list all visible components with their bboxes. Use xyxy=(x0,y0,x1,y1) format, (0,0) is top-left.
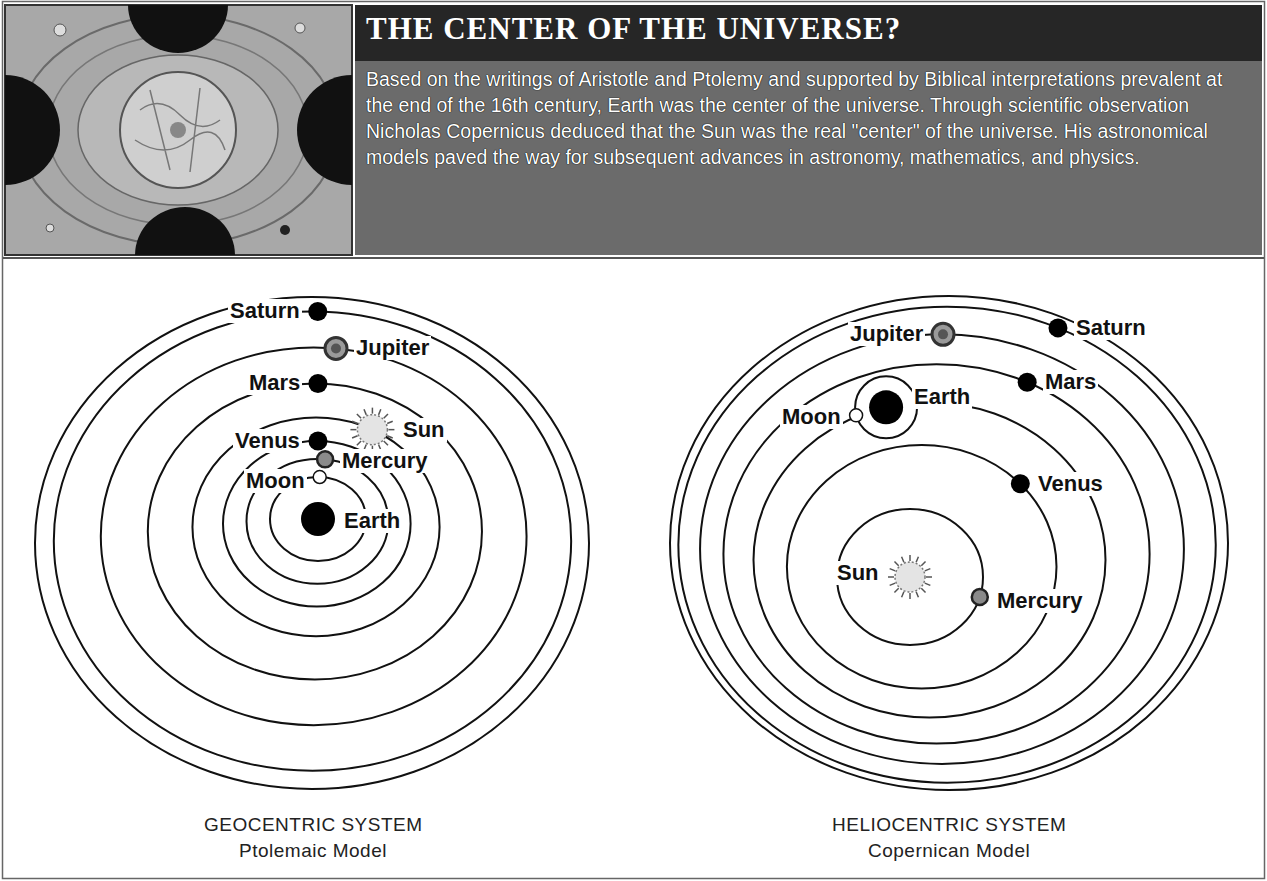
sun-ray xyxy=(926,576,932,578)
sun-ray xyxy=(921,561,925,565)
planet-label: Moon xyxy=(780,405,843,429)
sun-ray xyxy=(372,408,374,414)
planet-symbol xyxy=(1018,373,1037,392)
sun-ray xyxy=(388,429,394,431)
system-caption: Copernican Model xyxy=(868,839,1030,863)
planet-label: Saturn xyxy=(228,299,302,323)
title-text: THE CENTER OF THE UNIVERSE? xyxy=(366,11,901,47)
header-illustration xyxy=(5,5,352,255)
sun-ray xyxy=(894,588,898,592)
sun-symbol xyxy=(895,562,925,592)
earth-symbol xyxy=(869,390,903,424)
jupiter-core xyxy=(938,329,948,339)
orbit-ring xyxy=(700,334,1184,764)
jupiter-symbol xyxy=(932,323,954,345)
planet-symbol xyxy=(308,432,327,451)
sun-ray xyxy=(379,409,381,415)
orbit-ring xyxy=(787,445,1057,688)
planet-symbol xyxy=(308,302,327,321)
sun-ray xyxy=(350,429,356,431)
sun-ray xyxy=(921,588,925,592)
mercury-symbol xyxy=(317,451,333,467)
moon-symbol xyxy=(850,409,863,422)
title-banner xyxy=(355,5,1262,61)
planet-label: Jupiter xyxy=(354,336,431,360)
sun-ray xyxy=(916,557,918,563)
earth-symbol xyxy=(301,502,335,536)
page-frame xyxy=(3,2,1265,879)
sun-ray xyxy=(352,421,358,423)
sun-ray xyxy=(925,583,931,585)
planet-label: Venus xyxy=(233,429,302,453)
sun-ray xyxy=(384,441,388,445)
orbit-ring xyxy=(723,364,1149,743)
planet-symbol xyxy=(1011,474,1030,493)
planet-label: Venus xyxy=(1036,472,1105,496)
sun-ray xyxy=(902,557,904,563)
sun-ray xyxy=(357,441,361,445)
panel-rule xyxy=(3,257,1264,259)
sun-ray xyxy=(894,561,898,565)
sun-ray xyxy=(364,409,366,415)
system-caption: GEOCENTRIC SYSTEM xyxy=(204,813,423,837)
planet-label: Mars xyxy=(247,371,302,395)
orbit-ring xyxy=(754,403,1106,718)
moon-orbit xyxy=(855,376,917,438)
sun-ray xyxy=(387,421,393,423)
planet-label: Sun xyxy=(835,561,881,585)
planet-label: Sun xyxy=(401,418,447,442)
orbit-ring xyxy=(678,307,1215,783)
planet-label: Mercury xyxy=(995,589,1085,613)
jupiter-symbol xyxy=(325,337,347,359)
jupiter-core xyxy=(331,343,341,353)
orbit-diagrams xyxy=(35,296,1228,790)
sun-ray xyxy=(916,592,918,598)
moon-symbol xyxy=(313,471,326,484)
planet-label: Mars xyxy=(1043,370,1098,394)
orbit-ring xyxy=(148,383,482,679)
text-panel xyxy=(355,61,1262,255)
planet-label: Saturn xyxy=(1074,316,1148,340)
sun-ray xyxy=(352,436,358,438)
sun-symbol xyxy=(357,415,387,445)
sun-ray xyxy=(888,576,894,578)
sun-ray xyxy=(357,414,361,418)
orbit-ring xyxy=(54,311,571,770)
planet-label: Moon xyxy=(244,469,307,493)
system-caption: Ptolemaic Model xyxy=(239,839,387,863)
mercury-symbol xyxy=(972,589,988,605)
intro-paragraph: Based on the writings of Aristotle and P… xyxy=(366,66,1250,170)
sun-ray xyxy=(387,436,393,438)
sun-ray xyxy=(890,583,896,585)
sun-ray xyxy=(384,414,388,418)
planet-symbol xyxy=(308,374,327,393)
sun-ray xyxy=(909,593,911,599)
sun-ray xyxy=(925,569,931,571)
planet-label: Mercury xyxy=(340,449,430,473)
planet-label: Earth xyxy=(342,509,402,533)
orbit-ring xyxy=(35,297,589,789)
planet-symbol xyxy=(1048,318,1067,337)
orbit-ring xyxy=(101,347,527,725)
sun-ray xyxy=(909,555,911,561)
sun-ray xyxy=(902,592,904,598)
sun-ray xyxy=(890,569,896,571)
planet-label: Earth xyxy=(912,385,972,409)
system-caption: HELIOCENTRIC SYSTEM xyxy=(832,813,1066,837)
orbit-ring xyxy=(670,296,1228,790)
orbit-ring xyxy=(192,418,439,637)
planet-label: Jupiter xyxy=(848,322,925,346)
